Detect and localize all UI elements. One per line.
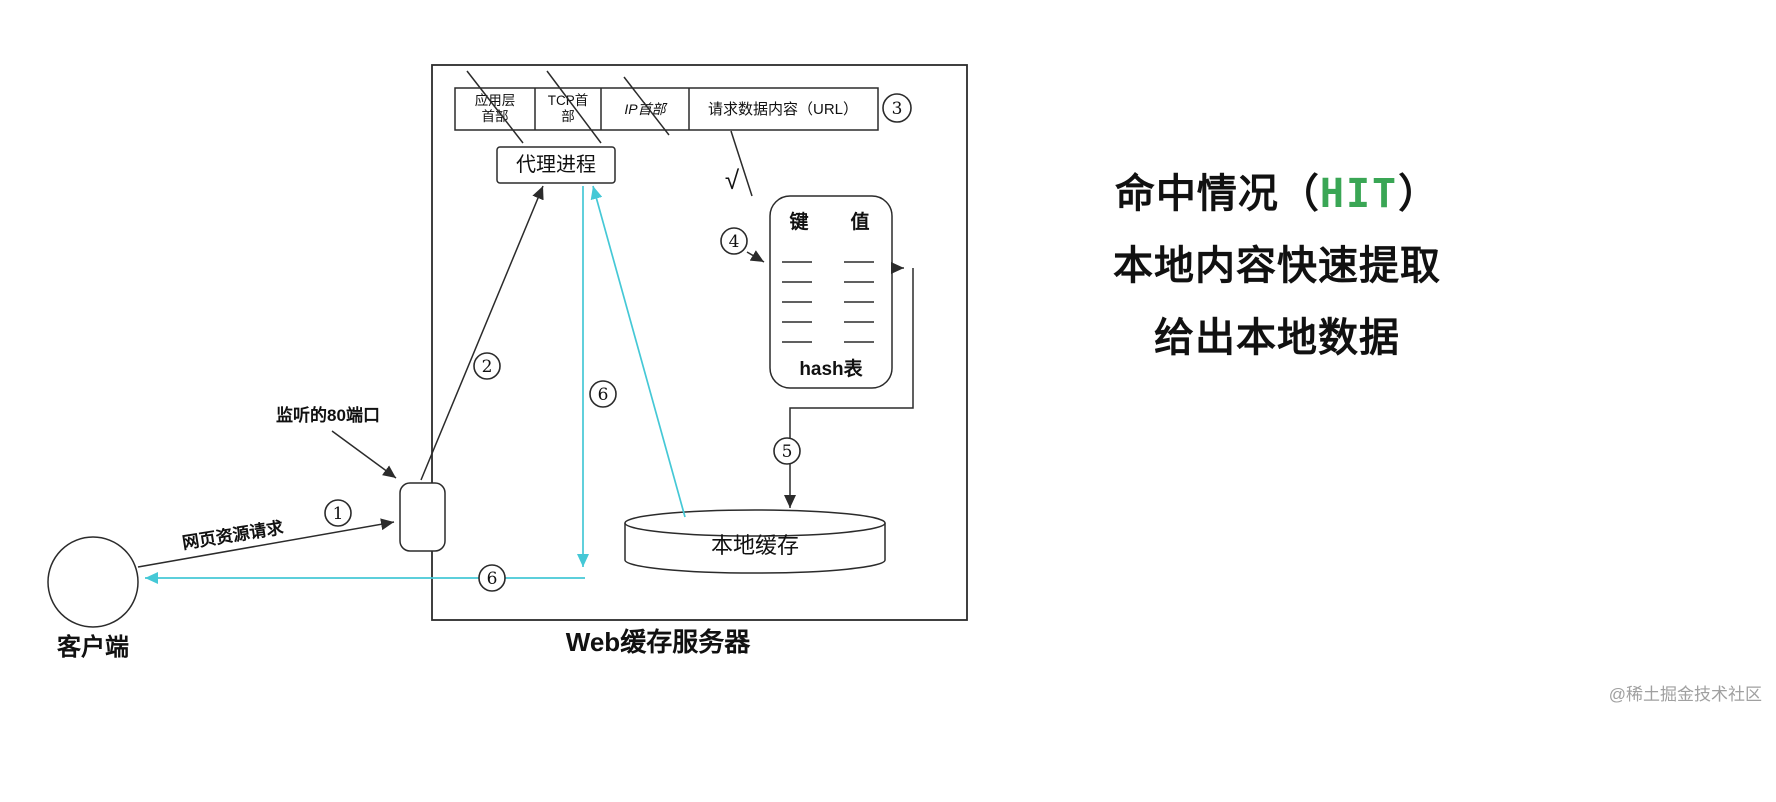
step-2-number: 2 — [482, 357, 493, 377]
web-cache-server-box — [431, 64, 968, 621]
step-5-badge: 5 — [773, 437, 801, 465]
step-4-number: 4 — [729, 232, 740, 252]
packet-seg-tcp-header-line1: TCP首 — [548, 93, 589, 108]
packet-seg-url: 请求数据内容（URL） — [708, 101, 858, 118]
hit-annotation: 命中情况（HIT） 本地内容快速提取 给出本地数据 — [1102, 158, 1452, 374]
step-6a-badge: 6 — [589, 380, 617, 408]
step-1-badge: 1 — [324, 499, 352, 527]
hash-table-box — [769, 195, 893, 389]
server-label: Web缓存服务器 — [566, 627, 751, 657]
listening-port-socket — [399, 482, 446, 552]
listening-port-label: 监听的80端口 — [276, 405, 380, 425]
local-cache-label: 本地缓存 — [711, 533, 799, 558]
hash-table-label: hash表 — [799, 357, 863, 380]
request-client-to-port-arrow — [137, 518, 395, 568]
packet-strike-tcp — [546, 70, 602, 144]
step-6b-badge: 6 — [478, 564, 506, 592]
packet-header-bar — [454, 87, 879, 131]
annotation-line1: 命中情况（HIT） — [1102, 158, 1452, 230]
hash-key-header: 键 — [788, 210, 808, 233]
step-2-badge: 2 — [473, 352, 501, 380]
packet-seg-app-header-line1: 应用层 — [475, 92, 516, 108]
annotation-line1-prefix: 命中情况（ — [1114, 172, 1320, 216]
step-4-badge: 4 — [720, 227, 748, 255]
packet-strike-ip — [623, 76, 670, 136]
packet-strike-app — [466, 70, 524, 144]
local-cache-cylinder-body — [624, 523, 886, 574]
step-3-number: 3 — [892, 99, 903, 119]
proxy-process-box — [496, 146, 616, 184]
annotation-line1-suffix: ） — [1398, 172, 1440, 216]
step-6a-number: 6 — [598, 385, 609, 405]
step-1-number: 1 — [333, 504, 344, 524]
step-5-number: 5 — [782, 442, 793, 462]
url-to-hash-line — [730, 130, 753, 197]
step-3-badge: 3 — [882, 93, 912, 123]
step-6b-number: 6 — [487, 569, 498, 589]
client-label: 客户端 — [57, 633, 129, 661]
client-circle — [47, 536, 139, 628]
proxy-process-label: 代理进程 — [516, 153, 596, 176]
cache-hit-diagram: 应用层 首部 TCP首 部 IP首部 请求数据内容（URL） 3 代理进程 √ … — [47, 64, 968, 661]
hash-value-header: 值 — [850, 210, 869, 233]
response-cache-to-proxy-arrow — [590, 185, 686, 518]
checkmark: √ — [725, 165, 740, 195]
local-cache-cylinder-top — [624, 509, 886, 537]
port-to-proxy-arrow — [420, 185, 544, 481]
packet-seg-ip-header: IP首部 — [624, 101, 667, 117]
packet-seg-tcp-header-line2: 部 — [561, 109, 575, 124]
watermark: @稀土掘金技术社区 — [1608, 685, 1762, 704]
request-label: 网页资源请求 — [181, 517, 285, 553]
hash-table-rows — [782, 261, 874, 343]
packet-seg-app-header-line2: 首部 — [482, 109, 509, 124]
annotation-hit-text: HIT — [1319, 171, 1399, 217]
annotation-line3: 给出本地数据 — [1154, 316, 1400, 360]
annotation-line2: 本地内容快速提取 — [1113, 244, 1441, 288]
port-pointer-arrow — [331, 430, 397, 479]
arrow-into-hash — [746, 250, 765, 263]
